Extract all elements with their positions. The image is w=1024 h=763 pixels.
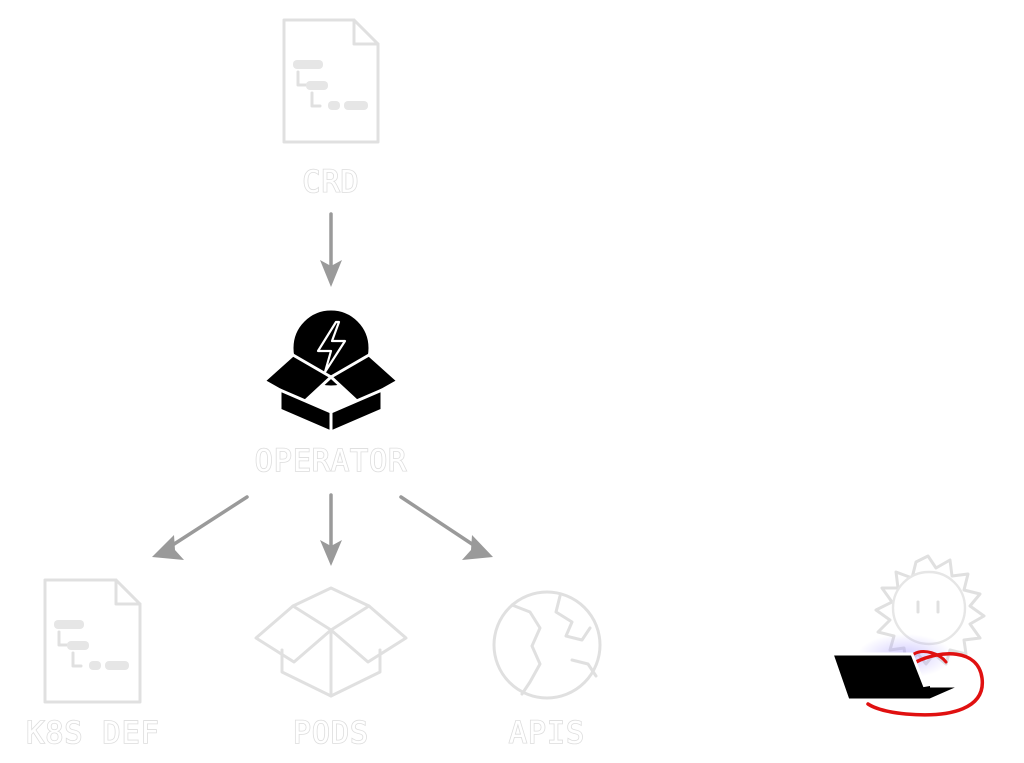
arrow-operator-to-apis [399,495,493,560]
crd-document-icon [282,18,380,144]
arrow-operator-to-k8s-def [152,495,249,560]
apis-label: APIS [509,716,585,751]
open-box-icon [254,586,408,698]
globe-icon [492,590,602,700]
k8s-def-document-icon [43,578,142,704]
operator-label: OPERATOR [255,444,408,479]
crd-label: CRD [302,165,359,200]
pods-label: PODS [293,716,369,751]
arrow-operator-to-pods [320,493,342,566]
box-lightning-icon [262,307,400,434]
k8s-def-label: K8S DEF [26,716,159,751]
arrow-crd-to-operator [320,212,342,287]
person-with-laptop-icon [830,554,986,717]
